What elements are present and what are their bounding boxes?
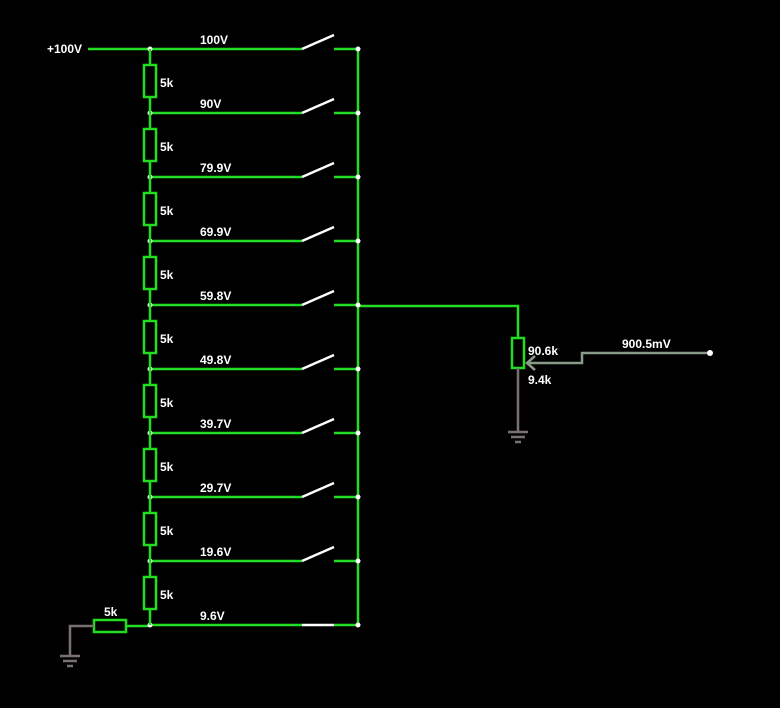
wiper-arrow: [525, 355, 536, 371]
bus-node: [355, 366, 361, 372]
output-voltage-label: 900.5mV: [622, 337, 671, 351]
ladder-resistor[interactable]: [142, 319, 158, 355]
tap-switch-open[interactable]: [301, 353, 335, 371]
tap-switch-open[interactable]: [301, 545, 335, 563]
ladder-resistor[interactable]: [142, 255, 158, 291]
potentiometer[interactable]: [510, 336, 526, 370]
tap-voltage-label: 9.6V: [200, 609, 225, 623]
tap-switch-open[interactable]: [301, 417, 335, 435]
bus-node: [355, 238, 361, 244]
bus-node: [355, 622, 361, 628]
source-label: +100V: [47, 42, 82, 56]
bottom-resistor[interactable]: [92, 618, 128, 634]
pot-upper-label: 90.6k: [528, 344, 558, 358]
tap-voltage-label: 79.9V: [200, 161, 231, 175]
bus-node: [355, 110, 361, 116]
ladder-resistor[interactable]: [142, 575, 158, 611]
ground-symbol-bottom: [60, 654, 80, 668]
ladder-resistor-label: 5k: [160, 524, 174, 538]
bus-node: [355, 558, 361, 564]
ladder-resistor-label: 5k: [160, 204, 174, 218]
tap-switch-open[interactable]: [301, 97, 335, 115]
tap-voltage-label: 49.8V: [200, 353, 231, 367]
tap-switch-open[interactable]: [301, 33, 335, 51]
resistor-ladder: 100V 90V 79.9V 69.9V 59.8V 49.8V 39.7V 29.7V 19.…: [142, 33, 361, 628]
tap-voltage-label: 19.6V: [200, 545, 231, 559]
tap-voltage-label: 100V: [200, 33, 228, 47]
ladder-resistor-label: 5k: [160, 332, 174, 346]
tap-switch-open[interactable]: [301, 225, 335, 243]
ladder-resistor[interactable]: [142, 383, 158, 419]
tap-voltage-label: 59.8V: [200, 289, 231, 303]
tap-switch-open[interactable]: [301, 289, 335, 307]
wiper-wire: [527, 351, 710, 365]
tap-voltage-label: 39.7V: [200, 417, 231, 431]
ladder-resistor-label: 5k: [160, 460, 174, 474]
tap-switch-open[interactable]: [301, 161, 335, 179]
tap-voltage-label: 29.7V: [200, 481, 231, 495]
tap-switch-open[interactable]: [301, 481, 335, 499]
bus-node: [355, 302, 361, 308]
ground-symbol-pot: [508, 430, 528, 444]
ladder-resistor-label: 5k: [160, 76, 174, 90]
bus-node: [355, 430, 361, 436]
bottom-resistor-label: 5k: [104, 605, 118, 619]
ladder-resistor-label: 5k: [160, 140, 174, 154]
bus-node: [355, 494, 361, 500]
output-terminal[interactable]: [707, 350, 713, 356]
tap-voltage-label: 90V: [200, 97, 221, 111]
pot-lower-label: 9.4k: [528, 373, 552, 387]
ladder-resistor-label: 5k: [160, 396, 174, 410]
tap-voltage-label: 69.9V: [200, 225, 231, 239]
bottom-ground-wire: [68, 624, 94, 656]
bus-node: [355, 174, 361, 180]
ladder-resistor[interactable]: [142, 191, 158, 227]
ladder-resistor-label: 5k: [160, 268, 174, 282]
bus-node: [355, 46, 361, 52]
ladder-resistor[interactable]: [142, 127, 158, 163]
pot-feed-wire: [358, 304, 520, 338]
ladder-resistor[interactable]: [142, 63, 158, 99]
ladder-resistor-label: 5k: [160, 588, 174, 602]
ladder-resistor[interactable]: [142, 511, 158, 547]
ladder-resistor[interactable]: [142, 447, 158, 483]
